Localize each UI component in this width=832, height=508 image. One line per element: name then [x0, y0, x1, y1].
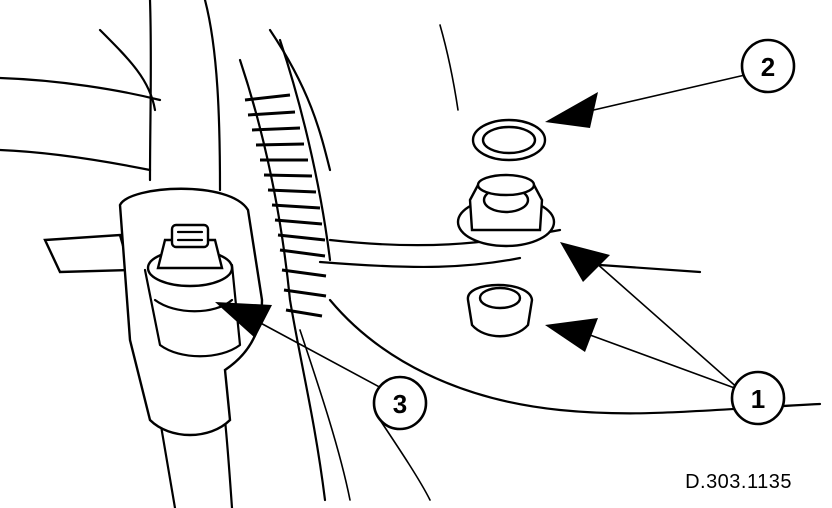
callout-3: 3 [372, 375, 428, 431]
grommet-large [456, 173, 556, 248]
corrugated-harness [238, 38, 332, 502]
callout-2-label: 2 [761, 52, 775, 82]
callout-1-label: 1 [751, 384, 765, 414]
body-contour-lines [0, 24, 822, 501]
callout-2: 2 [740, 38, 796, 94]
washer [471, 118, 547, 162]
leader-arrows [215, 74, 746, 391]
callout-1: 1 [730, 370, 786, 426]
grommet-small [466, 283, 534, 338]
reference-code: D.303.1135 [685, 471, 792, 493]
bracket-assembly [43, 187, 264, 437]
callout-3-label: 3 [393, 389, 407, 419]
